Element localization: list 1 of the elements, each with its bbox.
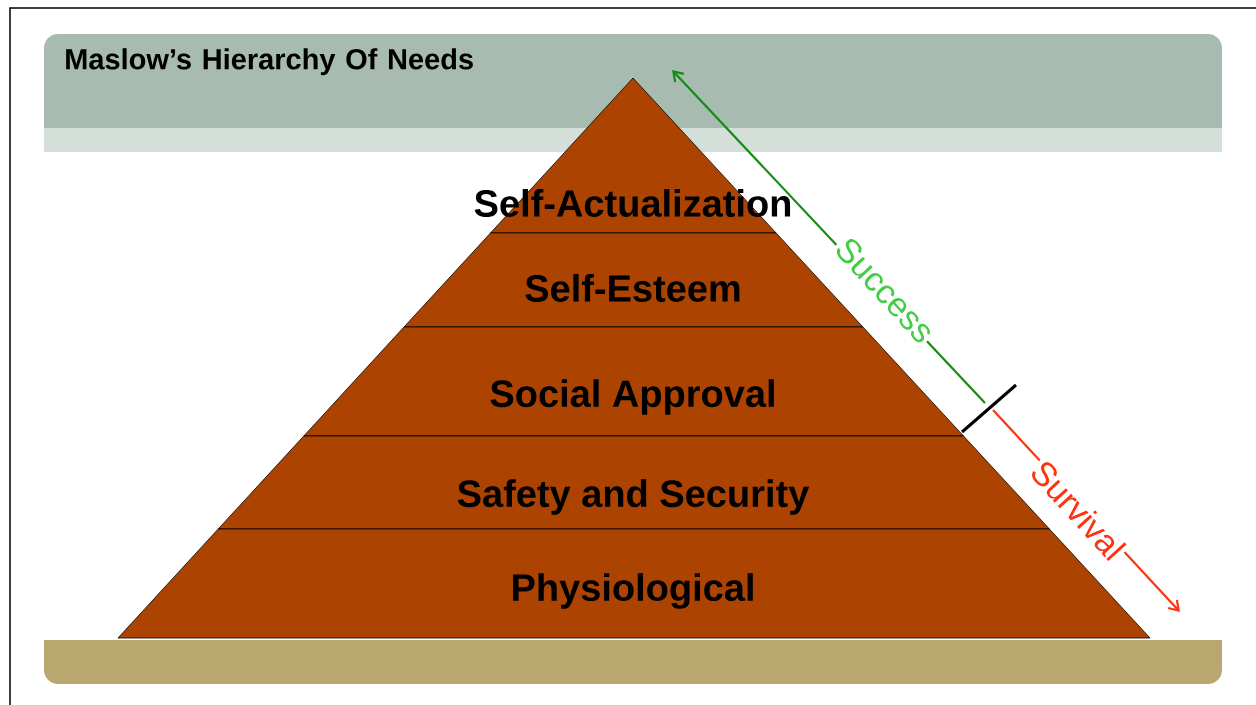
title: Maslow’s Hierarchy Of Needs (66, 48, 473, 76)
